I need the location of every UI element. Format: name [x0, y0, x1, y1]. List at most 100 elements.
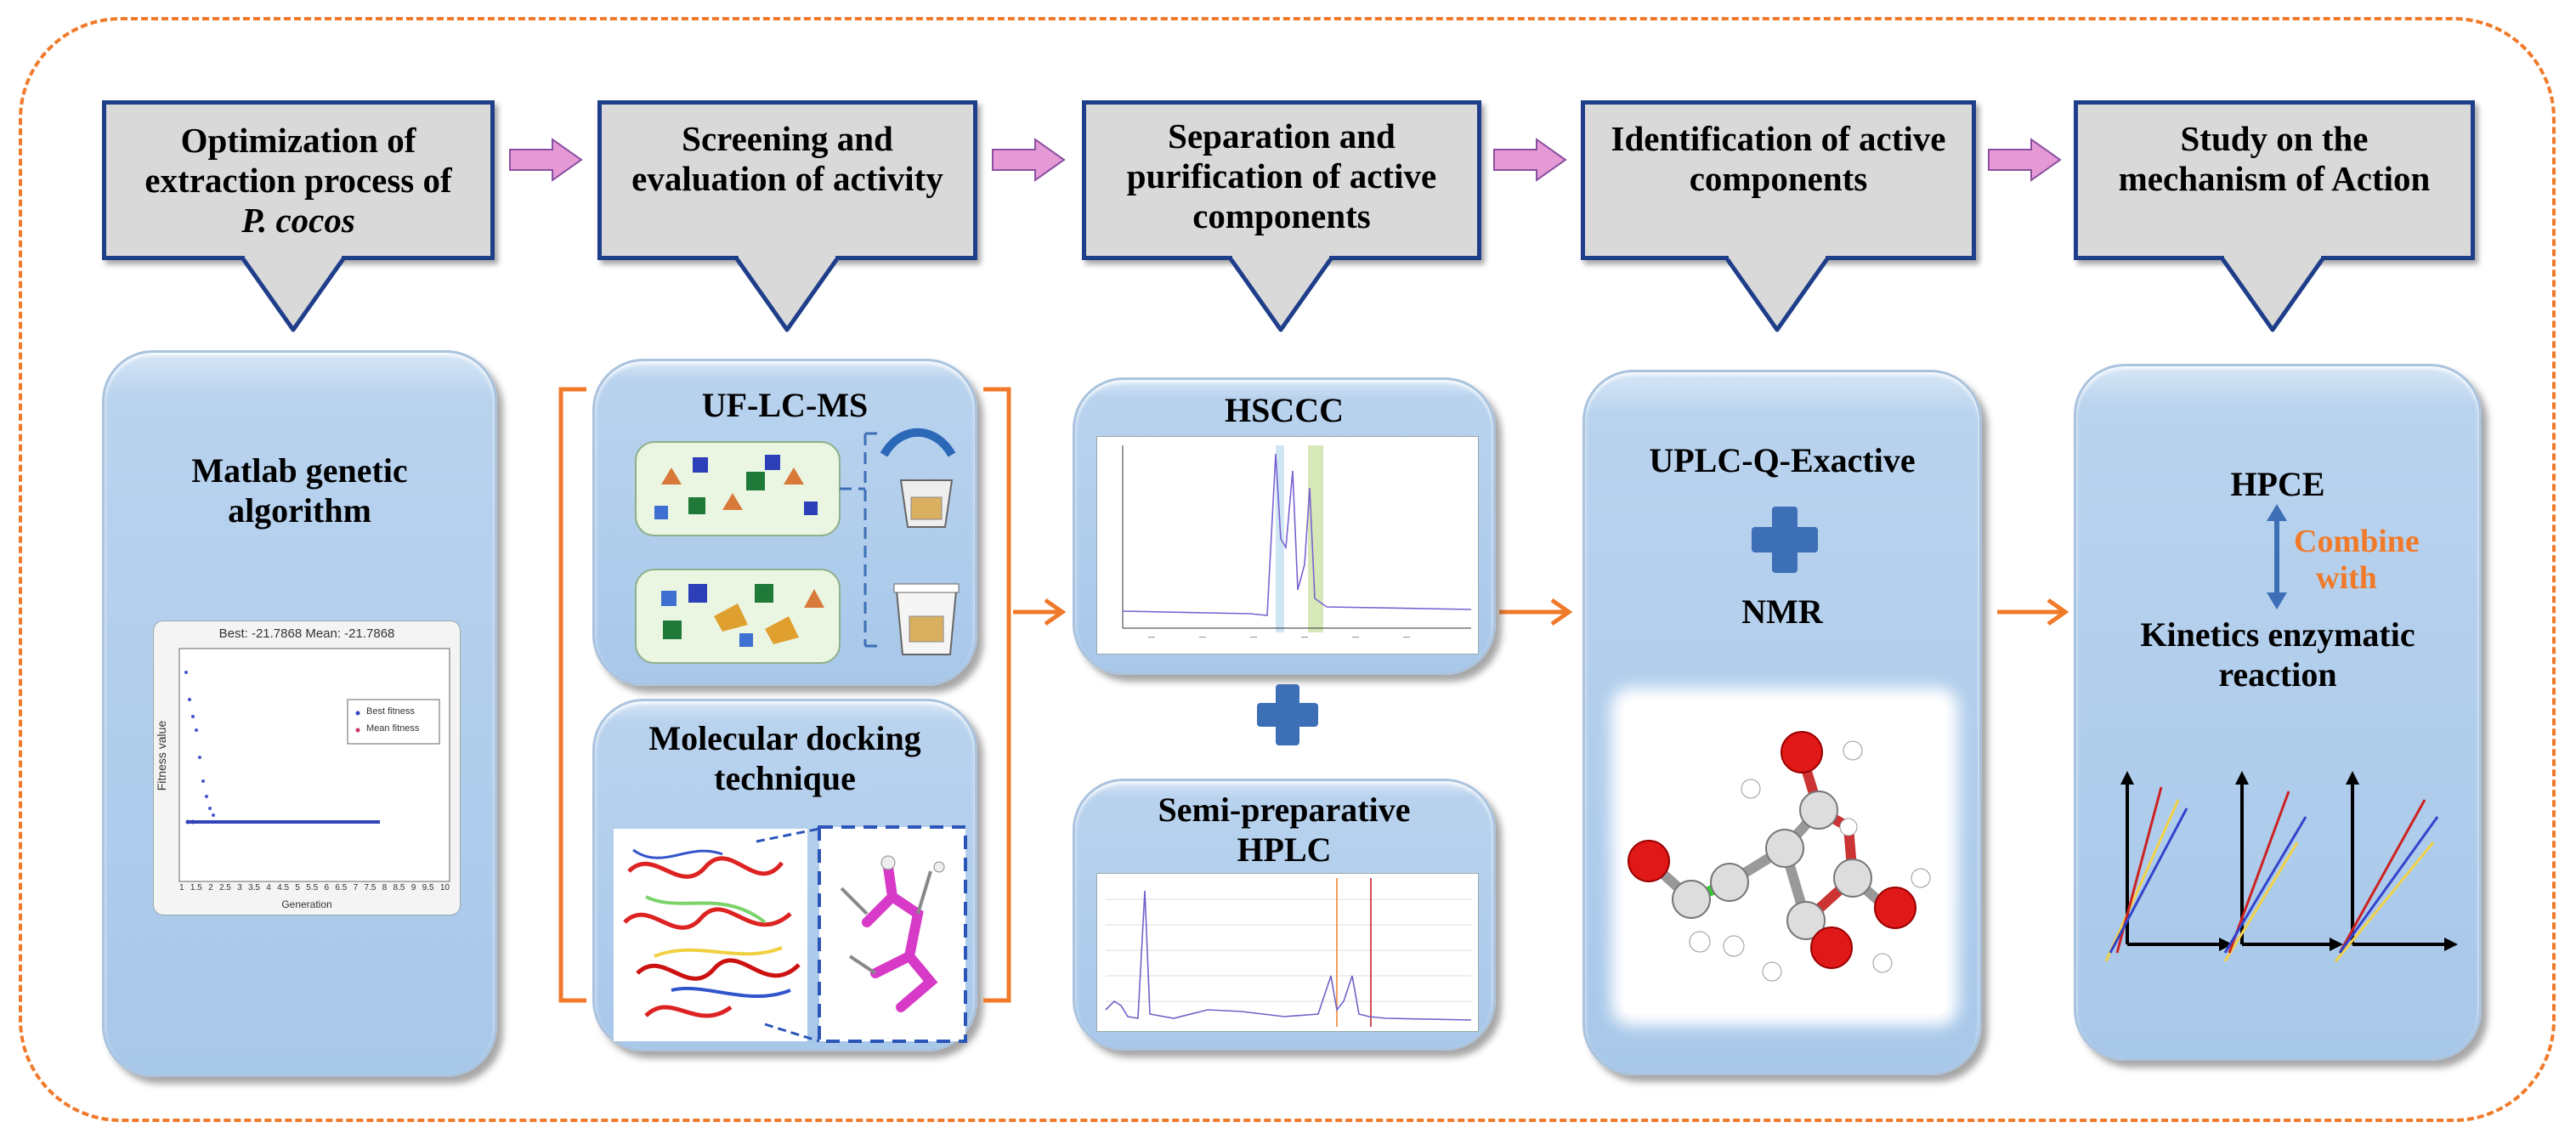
step-box-identification: Identification of active components	[1581, 100, 1976, 260]
panel-docking: Molecular docking technique	[592, 699, 977, 1051]
kinetics-line-1: Kinetics enzymatic	[2140, 615, 2415, 654]
callout-tail-4	[1724, 256, 1831, 332]
ga-xtick: 9	[410, 883, 416, 892]
plus-icon	[1752, 507, 1818, 573]
bracket-left	[558, 387, 586, 1003]
hpce-title: HPCE	[2230, 465, 2325, 503]
ga-mean-points	[184, 671, 215, 817]
step-4-line-1: Identification of active	[1611, 119, 1946, 158]
callout-tail-2	[733, 256, 841, 332]
ga-xtick: 9.5	[422, 883, 434, 892]
pink-arrow-4	[1988, 138, 2062, 182]
ga-xtick: 7	[353, 883, 359, 892]
ufms-molecules-bottom	[661, 584, 824, 647]
double-arrow-icon	[2267, 504, 2287, 609]
molecule-image	[1623, 700, 1946, 1014]
ga-xtick: 6	[324, 883, 330, 892]
molecule-svg	[1628, 731, 1931, 982]
step-box-screening: Screening and evaluation of activity	[597, 100, 977, 260]
callout-tail-3	[1227, 256, 1334, 332]
docking-illustration	[614, 825, 967, 1043]
svg-text:—: —	[1403, 633, 1410, 641]
svg-text:—: —	[1250, 633, 1257, 641]
ufms-title: UF-LC-MS	[701, 386, 869, 424]
step-5-line-2: mechanism of Action	[2118, 159, 2431, 198]
panel-hsccc: HSCCC — — — — — —	[1073, 377, 1496, 675]
panel-hpce: HPCE	[2074, 364, 2482, 1061]
ga-xtick: 2	[208, 883, 213, 892]
hsccc-title: HSCCC	[1224, 391, 1345, 429]
ufms-filter-tube-1	[880, 428, 956, 528]
callout-tail-1	[240, 256, 347, 332]
ufms-molecules-top	[654, 455, 818, 519]
step-2-line-1: Screening and	[682, 119, 893, 158]
nmr-title: NMR	[1741, 592, 1823, 631]
ligand	[840, 855, 945, 1012]
plus-icon	[1257, 684, 1318, 745]
step-1-line-3: P. cocos	[241, 200, 355, 240]
ga-xtick: 5.5	[306, 883, 319, 892]
matlab-title: Matlab genetic algorithm	[105, 450, 495, 530]
semi-title: Semi-preparative HPLC	[1075, 790, 1493, 870]
ga-xtick: 3	[237, 883, 242, 892]
orange-arrow-1	[1013, 598, 1067, 626]
step-1-line-2: extraction process of	[144, 160, 452, 200]
bracket-right	[983, 387, 1011, 1003]
kinetics-line-2: reaction	[2218, 655, 2337, 694]
hsccc-chromatogram-svg: — — — — — —	[1122, 445, 1472, 641]
orange-arrow-3	[1997, 598, 2069, 626]
step-box-mechanism: Study on the mechanism of Action	[2074, 100, 2475, 260]
svg-text:—: —	[1199, 633, 1206, 641]
docking-title-line-2: technique	[714, 759, 856, 797]
ga-xtick: 1	[179, 883, 184, 892]
pink-arrow-3	[1493, 138, 1567, 182]
panel-semi-hplc: Semi-preparative HPLC	[1073, 779, 1496, 1051]
ga-xtick: 3.5	[248, 883, 260, 892]
semi-title-line-1: Semi-preparative	[1158, 790, 1411, 829]
uplc-title: UPLC-Q-Exactive	[1649, 441, 1916, 479]
orange-arrow-2	[1499, 598, 1573, 626]
step-3-line-2: purification of active	[1126, 156, 1437, 196]
ga-xlabel: Generation	[281, 898, 332, 910]
callout-tail-5	[2219, 256, 2326, 332]
ufms-filter-tube-2	[893, 583, 960, 655]
step-2-line-2: evaluation of activity	[631, 159, 943, 198]
ufms-illustration	[635, 428, 960, 664]
ga-plot-title: Best: -21.7868 Mean: -21.7868	[218, 626, 395, 641]
step-1-line-1: Optimization of	[180, 120, 416, 160]
svg-text:—: —	[1148, 633, 1155, 641]
dashed-frame	[19, 17, 2556, 1122]
protein-ribbons	[623, 848, 801, 1018]
ga-xtick: 10	[439, 883, 450, 892]
svg-text:—: —	[1352, 633, 1359, 641]
panel-matlab: Matlab genetic algorithm Best: -21.7868 …	[102, 350, 497, 1077]
matlab-title-line-1: Matlab genetic	[191, 451, 408, 490]
combine-line-2: with	[2316, 560, 2377, 596]
combine-label: Combine with	[2294, 524, 2420, 597]
step-3-line-3: components	[1192, 196, 1371, 235]
step-4-line-2: components	[1689, 159, 1868, 198]
ga-legend-mean: Mean fitness	[366, 723, 420, 734]
ga-xtick: 4.5	[277, 883, 290, 892]
step-5-line-1: Study on the	[2180, 119, 2369, 158]
hsccc-chromatogram: — — — — — —	[1096, 436, 1479, 654]
pink-arrow-2	[992, 138, 1066, 182]
semi-title-line-2: HPLC	[1237, 830, 1332, 869]
kinetics-lines	[2104, 786, 2439, 962]
panel-uplc: UPLC-Q-Exactive NMR	[1582, 370, 1982, 1075]
callout-tails	[240, 138, 2326, 332]
ga-xtick: 1.5	[190, 883, 202, 892]
ga-xtick: 7.5	[364, 883, 376, 892]
ga-xtick: 2.5	[218, 883, 231, 892]
ga-xtick: 6.5	[335, 883, 348, 892]
matlab-title-line-2: algorithm	[228, 491, 371, 530]
pink-arrow-1	[509, 138, 583, 182]
ga-xticks: 1 1.5 2 2.5 3 3.5 4 4.5 5 5.5 6 6.5 7 7.…	[179, 883, 450, 892]
docking-title: Molecular docking technique	[595, 718, 975, 798]
ga-legend-best: Best fitness	[366, 706, 415, 717]
svg-text:—: —	[1301, 633, 1308, 641]
ga-xtick: 8.5	[393, 883, 405, 892]
semi-chromatogram-svg	[1105, 878, 1472, 1027]
